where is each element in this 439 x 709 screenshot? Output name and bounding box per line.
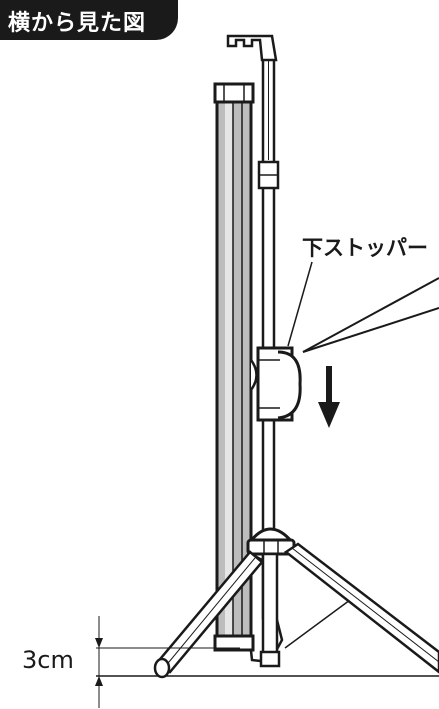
tripod-right-leg bbox=[283, 542, 439, 674]
lower-stopper-label: 下ストッパー bbox=[302, 236, 428, 260]
pole-foot bbox=[259, 650, 281, 668]
tripod-left-leg bbox=[153, 550, 264, 679]
top-hook bbox=[226, 34, 278, 62]
dimension-marker bbox=[95, 616, 240, 708]
down-arrow bbox=[318, 366, 340, 428]
lower-stopper bbox=[256, 346, 302, 422]
diagram-title: 横から見た図 bbox=[8, 11, 147, 36]
title-tab: 横から見た図 bbox=[0, 0, 178, 40]
case-bracket bbox=[249, 359, 258, 391]
screen-case bbox=[213, 82, 255, 652]
lower-pole bbox=[261, 552, 279, 656]
dimension-label: 3cm bbox=[22, 646, 74, 674]
callout-lines bbox=[302, 277, 439, 353]
stopper-leader-line bbox=[287, 261, 313, 347]
